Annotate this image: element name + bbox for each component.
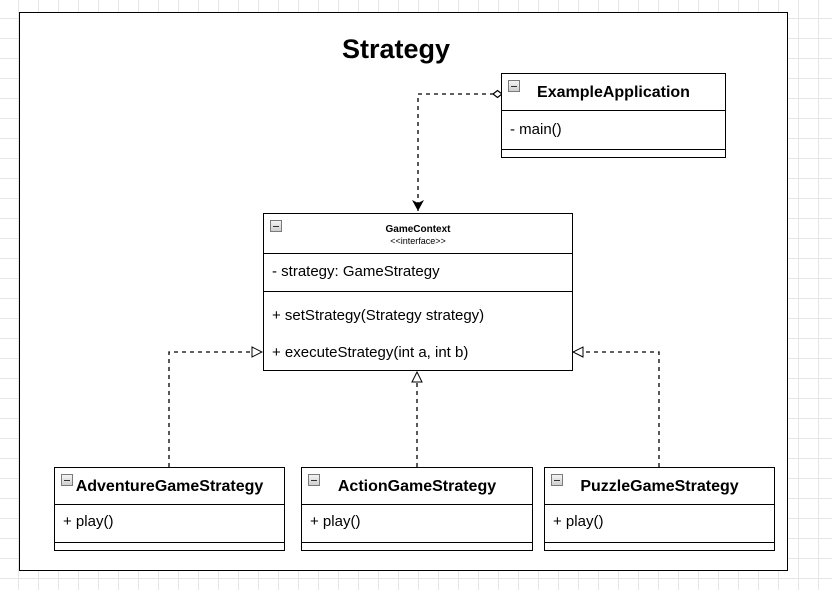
class-name: ExampleApplication [537, 84, 690, 101]
aggregation-edge [412, 93, 494, 211]
class-example-application[interactable]: ExampleApplication - main() [501, 73, 726, 158]
collapse-toggle-icon[interactable] [270, 220, 282, 232]
class-stereotype: <<interface>> [390, 236, 446, 246]
attribute-strategy: - strategy: GameStrategy [272, 263, 440, 280]
diagram-title: Strategy [341, 34, 451, 64]
collapse-toggle-icon[interactable] [508, 80, 520, 92]
class-puzzle-game-strategy[interactable]: PuzzleGameStrategy + play() [544, 467, 775, 551]
class-game-context[interactable]: GameContext <<interface>> - strategy: Ga… [263, 213, 573, 371]
method-set-strategy: + setStrategy(Strategy strategy) [272, 307, 485, 324]
method-play: + play() [63, 513, 114, 530]
class-name: GameContext [385, 224, 451, 235]
collapse-toggle-icon[interactable] [308, 474, 320, 486]
method-play: + play() [310, 513, 361, 530]
method-execute-strategy: + executeStrategy(int a, int b) [272, 344, 469, 361]
class-name: PuzzleGameStrategy [580, 478, 739, 495]
method-play: + play() [553, 513, 604, 530]
class-name: AdventureGameStrategy [75, 478, 264, 495]
class-adventure-game-strategy[interactable]: AdventureGameStrategy + play() [54, 467, 285, 551]
collapse-toggle-icon[interactable] [551, 474, 563, 486]
realization-edge-adventure [168, 352, 262, 467]
realization-edge-puzzle [573, 352, 660, 467]
class-action-game-strategy[interactable]: ActionGameStrategy + play() [301, 467, 533, 551]
class-name: ActionGameStrategy [337, 478, 497, 495]
aggregation-diamond [492, 89, 503, 99]
collapse-toggle-icon[interactable] [61, 474, 73, 486]
member-main: - main() [510, 121, 562, 138]
